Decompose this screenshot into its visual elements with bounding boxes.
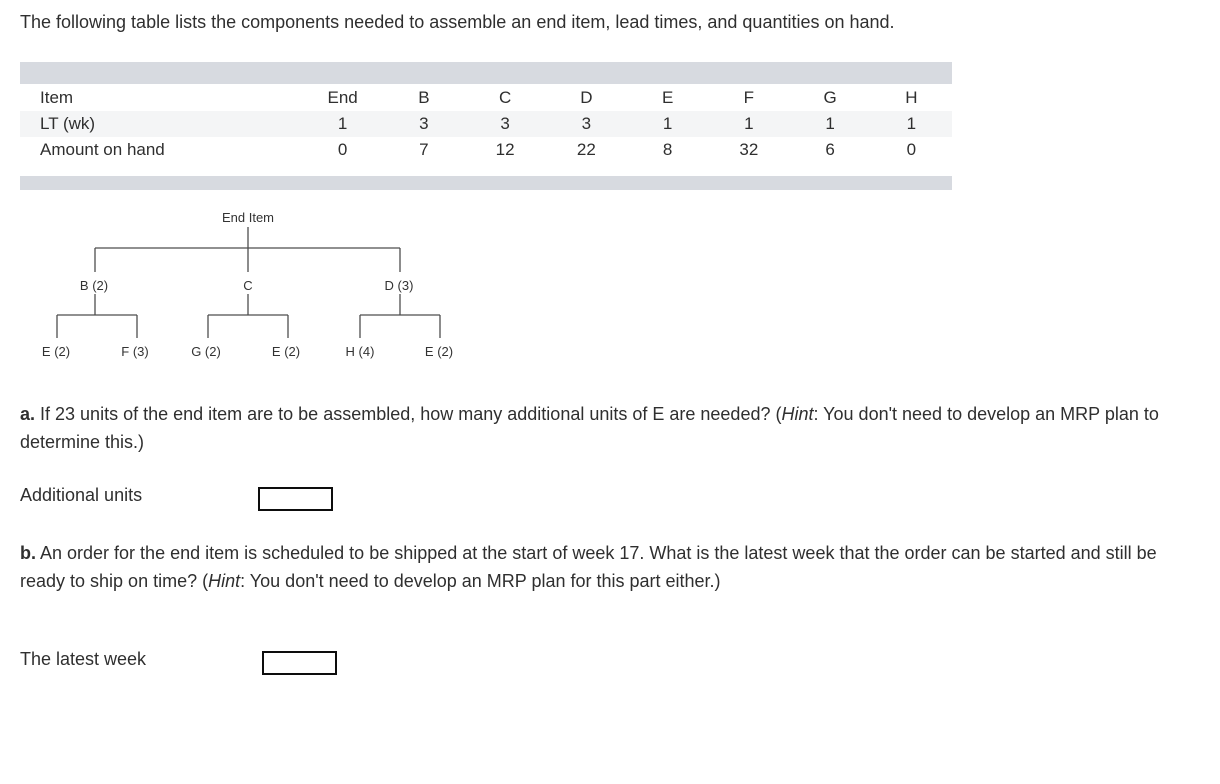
tree-node-f-under-b: F (3): [121, 344, 148, 359]
question-a-hint-word: Hint: [781, 404, 814, 424]
question-b-body-2: : You don't need to develop an MRP plan …: [240, 571, 721, 591]
item-cell: D: [580, 88, 593, 107]
item-cell: G: [823, 88, 837, 107]
leadtime-cell: 1: [627, 111, 709, 137]
question-b-body: An order for the end item is scheduled t…: [20, 543, 1157, 591]
latest-week-label: The latest week: [20, 649, 147, 669]
leadtime-cell: 1: [870, 111, 952, 137]
tree-node-d: D (3): [385, 278, 414, 293]
product-structure-tree: End Item B (2) C D (3) E (2) F (3) G (2)…: [42, 210, 453, 359]
question-b-prefix: b.: [20, 543, 36, 563]
tree-node-g-under-c: G (2): [191, 344, 221, 359]
question-b-hint-word: Hint: [208, 571, 241, 591]
item-cell: H: [905, 88, 918, 107]
item-cell: C: [498, 88, 512, 107]
latest-week-input[interactable]: [262, 651, 337, 675]
table-bottom-bar: [20, 176, 952, 190]
tree-node-end-item: End Item: [222, 210, 274, 225]
onhand-cell: 12: [495, 140, 515, 159]
onhand-cell: 22: [576, 140, 596, 159]
question-a-body-2: : You don't need to develop an MRP plan …: [20, 404, 1159, 452]
leadtime-cell: 1: [302, 111, 384, 137]
tree-node-c: C: [243, 278, 252, 293]
question-intro-text: The following table lists the components…: [20, 12, 895, 32]
additional-units-input[interactable]: [258, 487, 333, 511]
onhand-cell: 6: [825, 140, 835, 159]
onhand-cell: 0: [337, 140, 348, 159]
leadtime-cell: 3: [383, 111, 465, 137]
onhand-cell: 7: [419, 140, 429, 159]
leadtime-cell: 1: [789, 111, 871, 137]
onhand-cell: 0: [906, 140, 917, 159]
question-a-text: a. If 23 units of the end item are to be…: [20, 400, 1182, 456]
table-row-item: Item End B C D E F G H: [20, 85, 952, 111]
question-a-body: If 23 units of the end item are to be as…: [35, 404, 782, 424]
tree-node-b: B (2): [80, 278, 108, 293]
question-a-prefix: a.: [20, 404, 36, 424]
onhand-cell: 32: [739, 140, 759, 159]
item-cell: F: [743, 88, 755, 107]
question-b-text: b. An order for the end item is schedule…: [20, 539, 1160, 595]
item-cell: B: [418, 88, 430, 107]
tree-node-e-under-d: E (2): [425, 344, 453, 359]
row-header-leadtime: LT (wk): [20, 111, 302, 137]
onhand-cell: 8: [662, 140, 673, 159]
leadtime-cell: 3: [545, 111, 627, 137]
leadtime-cell: 3: [464, 111, 546, 137]
table-row-onhand: Amount on hand 0 7 12 22 8 32 6 0: [20, 137, 952, 163]
tree-node-h-under-d: H (4): [346, 344, 375, 359]
table-row-leadtime: LT (wk) 1 3 3 3 1 1 1 1: [20, 111, 952, 137]
table-top-bar: [20, 62, 952, 84]
components-table: Item End B C D E F G H LT (wk) 1 3 3 3 1…: [20, 62, 952, 190]
additional-units-label: Additional units: [20, 485, 143, 505]
item-cell: E: [661, 88, 674, 107]
item-cell: End: [327, 88, 358, 107]
row-header-onhand: Amount on hand: [40, 140, 165, 159]
leadtime-cell: 1: [708, 111, 790, 137]
row-header-item: Item: [40, 88, 74, 107]
tree-node-e-under-b: E (2): [42, 344, 70, 359]
tree-node-e-under-c: E (2): [272, 344, 300, 359]
